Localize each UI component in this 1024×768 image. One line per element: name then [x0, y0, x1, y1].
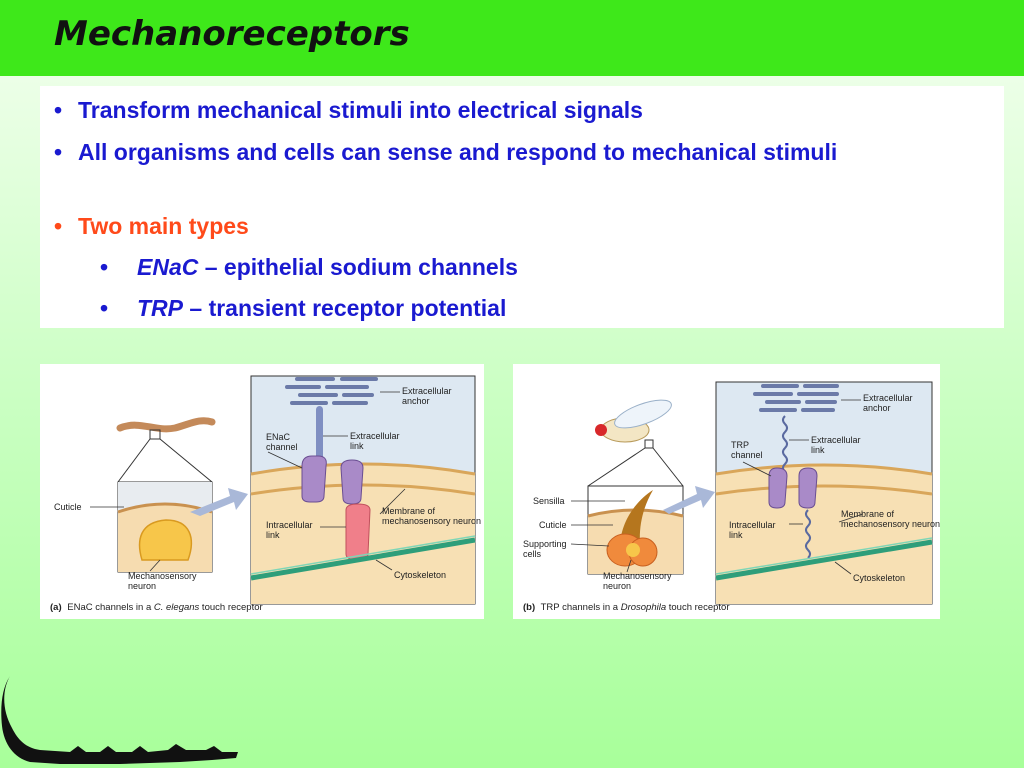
caption-em: Drosophila: [621, 602, 666, 613]
caption-letter: (a): [50, 602, 62, 613]
cytoskeleton: [715, 539, 933, 581]
sub-bullet-desc: – transient receptor potential: [183, 295, 507, 321]
bullet-dot: •: [54, 97, 63, 123]
bullet-text: Two main types: [78, 213, 249, 239]
enac-channel-right: [340, 459, 364, 505]
label-cytoskeleton: Cytoskeleton: [394, 570, 446, 580]
trp-channel-left: [768, 467, 788, 509]
bullet-text: Transform mechanical stimuli into electr…: [78, 97, 643, 123]
title-bar: Mechanoreceptors: [0, 0, 1024, 76]
caption-b: (b) TRP channels in a Drosophila touch r…: [523, 602, 730, 613]
caption-a: (a) ENaC channels in a C. elegans touch …: [50, 602, 263, 613]
caption-post: touch receptor: [666, 602, 729, 613]
bullet-dot: •: [54, 213, 63, 239]
bullet-dot: •: [54, 139, 63, 165]
caption-pre: TRP channels in a: [541, 602, 621, 613]
caption-em: C. elegans: [154, 602, 200, 613]
enac-channel-left: [301, 455, 327, 503]
caption-letter: (b): [523, 602, 535, 613]
bullet-panel: • Transform mechanical stimuli into elec…: [40, 86, 1004, 328]
bullet-dot: •: [100, 295, 109, 321]
zoom-arrow: [663, 486, 715, 514]
zoom-box: [644, 439, 654, 449]
sub-bullet-term: TRP: [137, 295, 183, 321]
extracellular-link: [316, 406, 323, 462]
label-cuticle: Cuticle: [539, 520, 567, 530]
extracellular-anchor: [285, 377, 378, 405]
extracellular-anchor: [753, 384, 839, 412]
bullet-dot: •: [100, 254, 109, 280]
crocodile-logo: [1, 676, 238, 764]
sub-bullet-term: ENaC: [137, 254, 199, 280]
cytoskeleton: [250, 537, 476, 581]
bullet-text: All organisms and cells can sense and re…: [78, 139, 838, 165]
intracellular-link: [805, 509, 811, 559]
zoom-box: [149, 429, 161, 440]
intracellular-link: [345, 503, 371, 561]
label-cytoskeleton: Cytoskeleton: [853, 573, 905, 583]
zoom-arrow: [190, 488, 248, 516]
slide-title: Mechanoreceptors: [54, 14, 410, 54]
extracellular-link: [782, 415, 788, 473]
sub-bullet-desc: – epithelial sodium channels: [198, 254, 518, 280]
caption-pre: ENaC channels in a: [67, 602, 154, 613]
label-cuticle: Cuticle: [54, 502, 82, 512]
label-sensilla: Sensilla: [533, 496, 565, 506]
trp-channel-right: [798, 467, 818, 509]
caption-post: touch receptor: [199, 602, 262, 613]
worm-illustration: [116, 417, 216, 433]
neuron-illustration: [138, 519, 192, 561]
